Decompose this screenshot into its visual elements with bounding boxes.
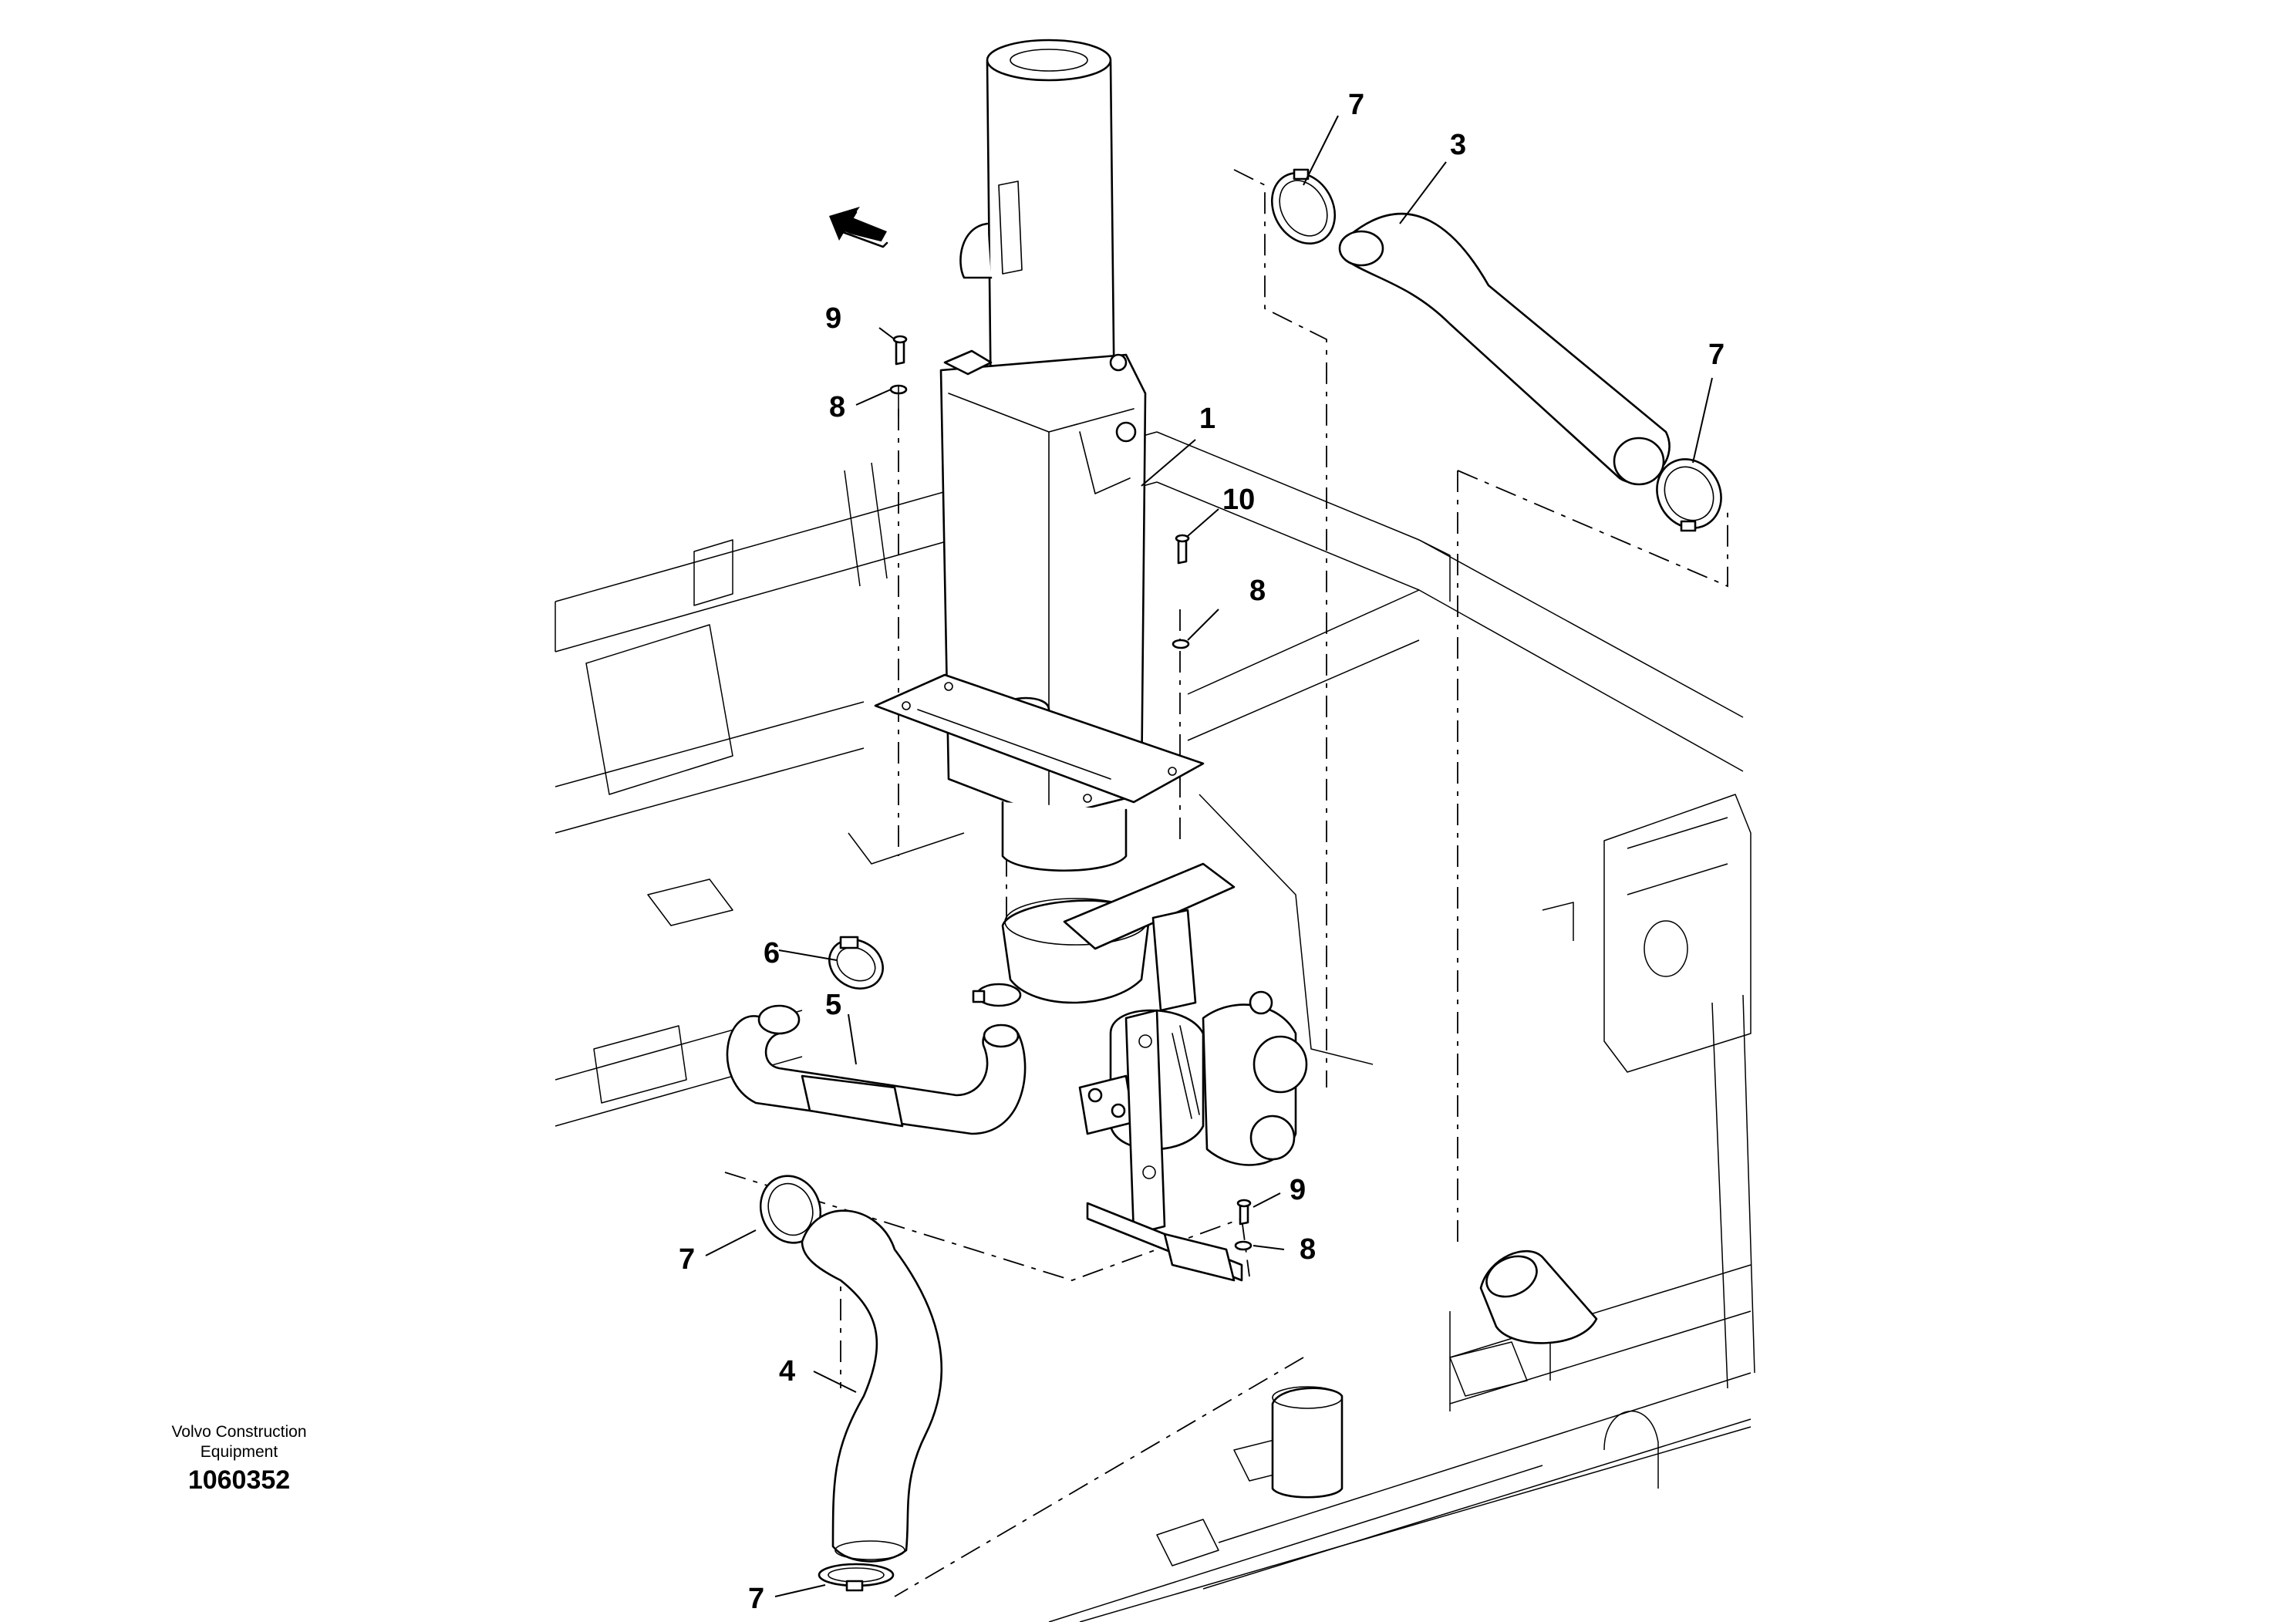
callout-leaders: [705, 115, 1713, 1597]
callout-10: 9: [1290, 1174, 1306, 1206]
outlet-elbow: [1479, 1249, 1598, 1344]
part-4-lower-hose: [801, 1209, 943, 1563]
callout-8-left: 8: [829, 391, 845, 423]
part-6-clamp: [828, 936, 1022, 1007]
callout-7-right: 7: [1708, 339, 1725, 371]
direction-arrow-icon: [829, 207, 888, 248]
callout-3: 3: [1450, 129, 1466, 161]
callout-5: 5: [825, 989, 841, 1021]
brand-name-line2: Equipment: [200, 1443, 278, 1461]
part-7-hose-clamps: [759, 168, 1722, 1592]
brand-name: Volvo Construction: [171, 1423, 307, 1441]
callout-8-right: 8: [1249, 575, 1266, 607]
callout-7-lower-left: 7: [679, 1243, 695, 1276]
callout-9-right: 10: [1222, 484, 1255, 516]
callout-6: 6: [764, 937, 780, 969]
part-3-upper-hose: [1338, 212, 1671, 486]
callout-8-bottom: 8: [1300, 1233, 1316, 1266]
callout-4: 4: [779, 1355, 795, 1388]
callout-1: 1: [1199, 403, 1215, 435]
part-5-hose: [726, 1004, 1027, 1135]
assembly-centerlines: [724, 169, 1728, 1597]
part-1-intake-stack: [874, 39, 1205, 872]
callout-7-top: 7: [1348, 89, 1364, 121]
drawing-number: 1060352: [187, 1465, 291, 1495]
callout-7-bottom: 7: [748, 1583, 764, 1615]
callout-labels: 7 3 7 1 9 8 10 8 6 5 9 8 7 4 7: [679, 89, 1725, 1615]
precleaner-assembly: [1001, 862, 1308, 1282]
callout-9-left: 9: [825, 302, 841, 335]
fasteners: [889, 335, 1253, 1251]
